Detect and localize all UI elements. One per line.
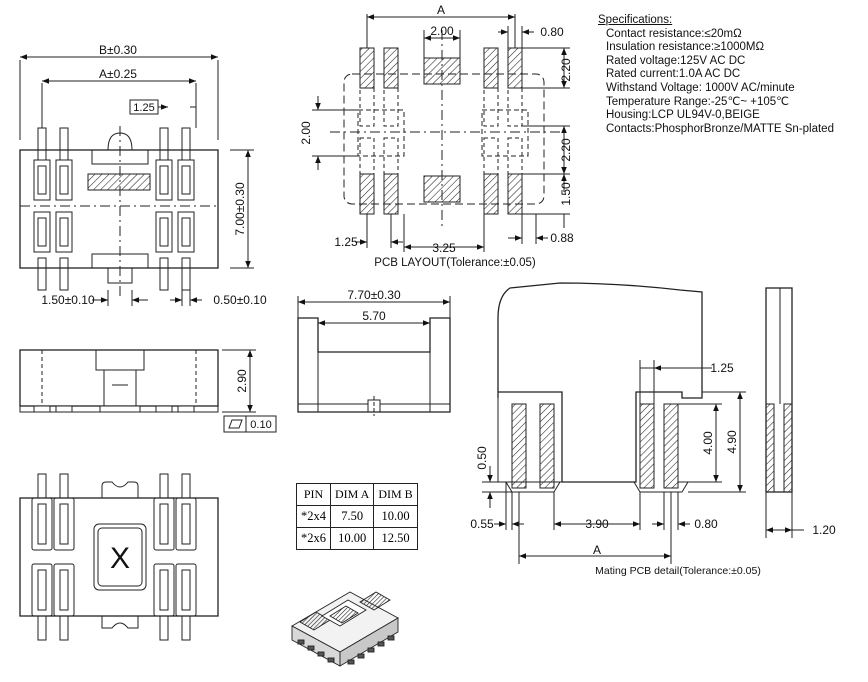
dimension-table: PIN DIM A DIM B *2x4 7.50 10.00 *2x6 10.… bbox=[296, 483, 418, 550]
pcb-dim-200-top: 2.00 bbox=[430, 24, 454, 38]
table-header-row: PIN DIM A DIM B bbox=[296, 483, 418, 506]
bottom-view: X bbox=[19, 473, 219, 641]
svg-text:X: X bbox=[110, 542, 130, 575]
pcb-layout: A 2.00 0.80 2.20 2.00 2.20 1.50 bbox=[299, 3, 574, 269]
mating-dim-400: 4.00 bbox=[701, 431, 715, 455]
dim-height: 7.00±0.30 bbox=[233, 182, 247, 236]
table-row: *2x6 10.00 12.50 bbox=[296, 527, 418, 550]
spec-line: Housing:LCP UL94V-0,BEIGE bbox=[606, 109, 760, 122]
pcb-dim-220-mid: 2.20 bbox=[559, 138, 573, 162]
top-view: B±0.30 A±0.25 1.25 bbox=[19, 43, 267, 307]
header-cell: DIM B bbox=[373, 483, 418, 506]
spec-line: Contact resistance:≤20mΩ bbox=[606, 27, 742, 40]
mating-pcb: 1.25 4.00 4.90 0.50 0.55 3.90 0.80 A bbox=[470, 282, 836, 577]
table-cell: 7.50 bbox=[329, 505, 375, 528]
dim-b: B±0.30 bbox=[99, 43, 137, 57]
end-dim-inner: 5.70 bbox=[362, 309, 386, 323]
mating-dim-490: 4.90 bbox=[725, 430, 739, 454]
pcb-dim-080: 0.80 bbox=[540, 25, 564, 39]
side-view: 2.90 0.10 bbox=[19, 349, 277, 433]
table-cell: *2x6 bbox=[296, 527, 331, 550]
header-cell: PIN bbox=[296, 483, 331, 506]
spec-line: Rated current:1.0A AC DC bbox=[606, 68, 741, 81]
iso-view bbox=[291, 591, 399, 667]
mating-dim-080: 0.80 bbox=[694, 517, 718, 531]
end-view: 7.70±0.30 5.70 bbox=[297, 288, 451, 416]
top-view-pins bbox=[33, 127, 195, 291]
spec-line: Insulation resistance:≥1000MΩ bbox=[606, 41, 765, 54]
table-cell: 12.50 bbox=[373, 527, 418, 550]
dim-side-height: 2.90 bbox=[235, 369, 249, 393]
specifications-block: Specifications: Contact resistance:≤20mΩ… bbox=[598, 14, 834, 136]
pcb-dim-325: 3.25 bbox=[432, 241, 456, 255]
flatness-value: 0.10 bbox=[250, 419, 271, 431]
mating-dim-050: 0.50 bbox=[475, 446, 489, 470]
pcb-dim-a: A bbox=[437, 3, 445, 17]
mating-pcb-caption: Mating PCB detail(Tolerance:±0.05) bbox=[595, 565, 761, 577]
table-cell: *2x4 bbox=[296, 505, 331, 528]
header-cell: DIM A bbox=[329, 483, 375, 506]
pcb-dim-200-left: 2.00 bbox=[299, 121, 313, 145]
table-cell: 10.00 bbox=[329, 527, 375, 550]
dim-tail: 1.50±0.10 bbox=[41, 293, 95, 307]
table-row: *2x4 7.50 10.00 bbox=[296, 505, 418, 528]
pcb-layout-caption: PCB LAYOUT(Tolerance:±0.05) bbox=[374, 257, 536, 269]
mating-dim-055: 0.55 bbox=[470, 517, 494, 531]
mating-dim-390: 3.90 bbox=[585, 517, 609, 531]
pcb-dim-220-top: 2.20 bbox=[559, 58, 573, 82]
pcb-dim-150: 1.50 bbox=[559, 182, 573, 206]
spec-heading: Specifications: bbox=[598, 14, 673, 26]
dim-pitch: 1.25 bbox=[133, 102, 154, 114]
spec-line: Temperature Range:-25℃~ +105℃ bbox=[606, 95, 790, 108]
dim-pin: 0.50±0.10 bbox=[213, 293, 267, 307]
dim-a: A±0.25 bbox=[99, 67, 137, 81]
table-cell: 10.00 bbox=[373, 505, 418, 528]
end-dim-outer: 7.70±0.30 bbox=[347, 288, 401, 302]
spec-line: Withstand Voltage: 1000V AC/minute bbox=[606, 81, 795, 94]
spec-line: Rated voltage:125V AC DC bbox=[606, 54, 746, 67]
spec-line: Contacts:PhosphorBronze/MATTE Sn-plated bbox=[606, 122, 834, 135]
pcb-dim-125: 1.25 bbox=[334, 235, 358, 249]
mating-dim-125: 1.25 bbox=[710, 361, 734, 375]
mating-dim-a: A bbox=[593, 543, 601, 557]
pcb-dim-088: 0.88 bbox=[550, 231, 574, 245]
mating-dim-120: 1.20 bbox=[812, 523, 836, 537]
